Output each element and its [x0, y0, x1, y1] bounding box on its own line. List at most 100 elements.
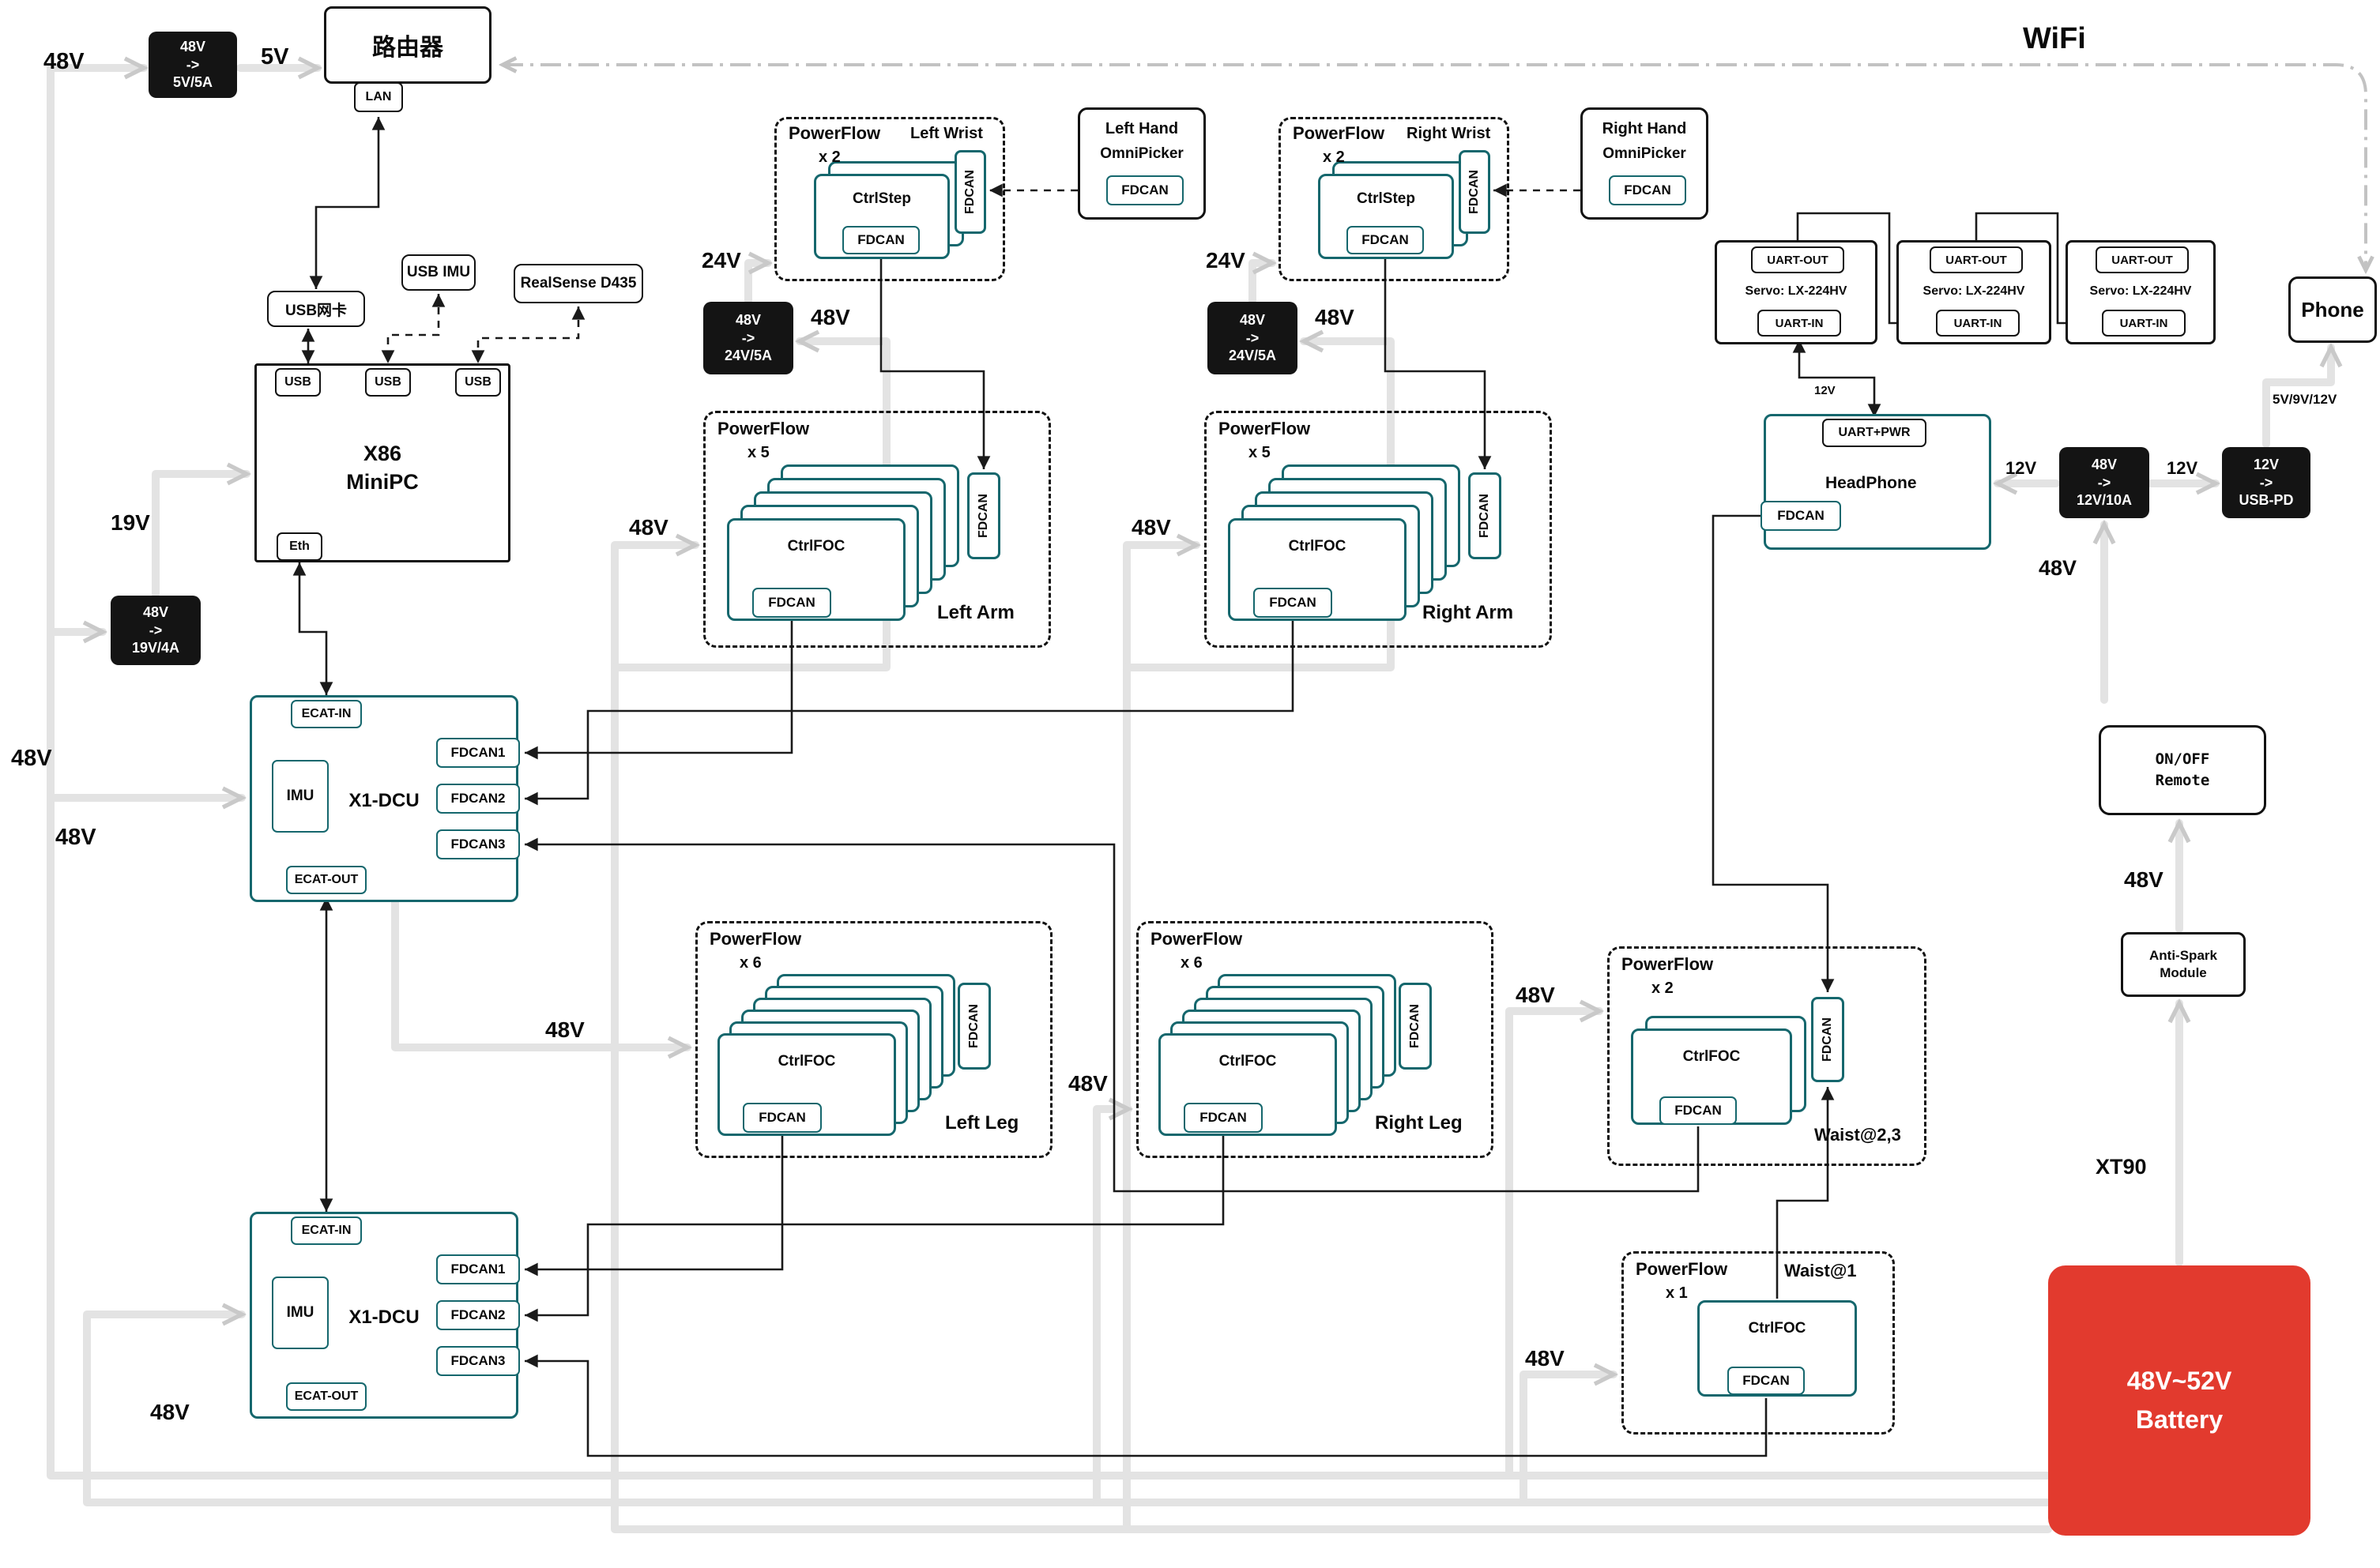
voltage-label-12v-servo: 12V — [1814, 384, 1836, 397]
signal-waist1-waist23tab — [1776, 1087, 1835, 1299]
minipc-eth-port: Eth — [277, 532, 322, 561]
right-wrist-count: x 2 — [1323, 149, 1345, 166]
minipc-title-line1: X86 — [363, 442, 402, 465]
converter-output: 5V/5A — [172, 74, 213, 91]
usb-imu-box: USB IMU — [401, 254, 476, 291]
right-arm-powerflow-title: PowerFlow — [1218, 419, 1311, 438]
converter-48v-5v: 48V -> 5V/5A — [149, 32, 237, 98]
right-leg-name: Right Leg — [1375, 1112, 1463, 1134]
voltage-label-phone: 5V/9V/12V — [2273, 392, 2337, 407]
dcu2-fdcan3: FDCAN3 — [436, 1346, 520, 1376]
converter-arrow: -> — [1245, 329, 1260, 346]
right-wrist-fdcan: FDCAN — [1346, 226, 1424, 254]
left-leg-name: Left Leg — [945, 1112, 1019, 1134]
right-arm-count: x 5 — [1248, 444, 1271, 461]
voltage-label-48v-leftleg: 48V — [545, 1017, 585, 1042]
left-leg-fdcan: FDCAN — [743, 1103, 822, 1133]
voltage-label-48v-rightleg: 48V — [1068, 1071, 1108, 1096]
voltage-label-5v: 5V — [261, 44, 289, 70]
left-hand-fdcan: FDCAN — [1106, 175, 1184, 205]
converter-output: 24V/5A — [724, 348, 773, 364]
right-leg-cluster — [1136, 921, 1493, 1158]
right-wrist-fdcan-tab: FDCAN — [1459, 150, 1490, 234]
right-leg-driver-label: CtrlFOC — [1218, 1053, 1277, 1070]
dcu2-title: X1-DCU — [348, 1307, 420, 1328]
left-wrist-fdcan: FDCAN — [842, 226, 920, 254]
converter-input: 48V — [142, 604, 169, 621]
voltage-label-48v-leftarm: 48V — [629, 515, 668, 540]
voltage-label-24v-left: 24V — [702, 248, 741, 273]
left-leg-fdcan-tab: FDCAN — [958, 983, 991, 1070]
right-leg-fdcan: FDCAN — [1184, 1103, 1263, 1133]
signal-waist1-fdcan3-lower — [525, 1354, 1768, 1457]
signal-rightwrist-rightarmtab — [1384, 256, 1492, 469]
voltage-label-48v-left-edge: 48V — [11, 746, 52, 771]
dcu1-imu: IMU — [272, 760, 329, 833]
signal-leftwrist-leftarmtab — [879, 256, 991, 469]
converter-output: 24V/5A — [1228, 348, 1277, 364]
waist1-name: Waist@1 — [1784, 1261, 1857, 1280]
realsense-label: RealSense D435 — [520, 275, 637, 291]
antispark-box: Anti-Spark Module — [2121, 932, 2246, 997]
left-leg-driver-label: CtrlFOC — [778, 1053, 836, 1070]
voltage-label-48v-waist23: 48V — [1516, 983, 1555, 1007]
voltage-label-48v-remote: 48V — [2124, 867, 2163, 892]
waist1-cluster — [1621, 1251, 1895, 1435]
converter-12v-usbpd: 12V -> USB-PD — [2222, 447, 2310, 518]
signal-leftarm-fdcan1 — [525, 619, 793, 760]
realsense-box: RealSense D435 — [514, 264, 643, 303]
minipc-usb-port-1: USB — [275, 368, 321, 397]
left-hand-line1: Left Hand — [1105, 120, 1179, 137]
signal-imu-usb2 — [381, 294, 446, 363]
voltage-label-48v-rightarm: 48V — [1132, 515, 1171, 540]
headphone-title: HeadPhone — [1825, 474, 1917, 492]
converter-arrow: -> — [149, 622, 163, 638]
wifi-label: WiFi — [2023, 22, 2086, 55]
dcu1-fdcan2: FDCAN2 — [436, 784, 520, 814]
right-arm-name: Right Arm — [1422, 602, 1514, 623]
left-wrist-name: Left Wrist — [910, 125, 983, 142]
power-24v-to-right-wrist — [1248, 263, 1272, 304]
converter-arrow: -> — [2259, 474, 2273, 491]
waist23-powerflow-title: PowerFlow — [1621, 954, 1714, 974]
waist1-driver-label: CtrlFOC — [1748, 1320, 1806, 1337]
right-leg-fdcan-tab: FDCAN — [1399, 983, 1432, 1070]
converter-output: 19V/4A — [131, 640, 180, 656]
signal-rightarm-fdcan2 — [525, 619, 1294, 806]
right-leg-powerflow-title: PowerFlow — [1150, 929, 1243, 949]
dcu2-ecat-in: ECAT-IN — [291, 1216, 362, 1245]
signal-headphone-servo1 — [1792, 340, 1881, 417]
left-wrist-count: x 2 — [819, 149, 841, 166]
waist23-driver-label: CtrlFOC — [1682, 1048, 1741, 1065]
waist1-count: x 1 — [1666, 1284, 1688, 1302]
remote-line1: ON/OFF — [2155, 750, 2210, 769]
battery-box: 48V~52V Battery — [2048, 1265, 2310, 1536]
converter-48v-24v-right: 48V -> 24V/5A — [1207, 302, 1297, 374]
waist23-cluster — [1607, 946, 1926, 1166]
usb-network-card-box: USB网卡 — [267, 291, 365, 327]
left-wrist-powerflow-title: PowerFlow — [789, 123, 881, 143]
battery-line2: Battery — [2135, 1405, 2224, 1434]
left-arm-powerflow-title: PowerFlow — [717, 419, 810, 438]
waist1-fdcan: FDCAN — [1727, 1367, 1805, 1395]
waist23-count: x 2 — [1651, 980, 1674, 997]
right-hand-line1: Right Hand — [1602, 120, 1687, 137]
left-arm-cluster — [703, 411, 1051, 648]
power-48v-to-right-leg — [1093, 1109, 1128, 1506]
converter-48v-19v: 48V -> 19V/4A — [111, 596, 201, 665]
dcu2-fdcan2: FDCAN2 — [436, 1300, 520, 1330]
left-arm-name: Left Arm — [937, 602, 1015, 623]
usb-imu-label: USB IMU — [406, 264, 471, 280]
voltage-label-12v-right: 12V — [2167, 458, 2198, 478]
left-arm-driver-label: CtrlFOC — [787, 538, 845, 555]
waist1-powerflow-title: PowerFlow — [1636, 1259, 1728, 1279]
signal-eth-ecatin1 — [292, 562, 333, 695]
dcu2-fdcan1: FDCAN1 — [436, 1254, 520, 1284]
voltage-label-48v-waist1: 48V — [1525, 1346, 1565, 1371]
signal-headphone-waist23tab — [1712, 514, 1835, 992]
antispark-line1: Anti-Spark — [2149, 947, 2217, 963]
signal-realsense-usb3 — [471, 306, 586, 363]
converter-input: 48V — [179, 39, 206, 55]
router-title: 路由器 — [372, 35, 443, 61]
